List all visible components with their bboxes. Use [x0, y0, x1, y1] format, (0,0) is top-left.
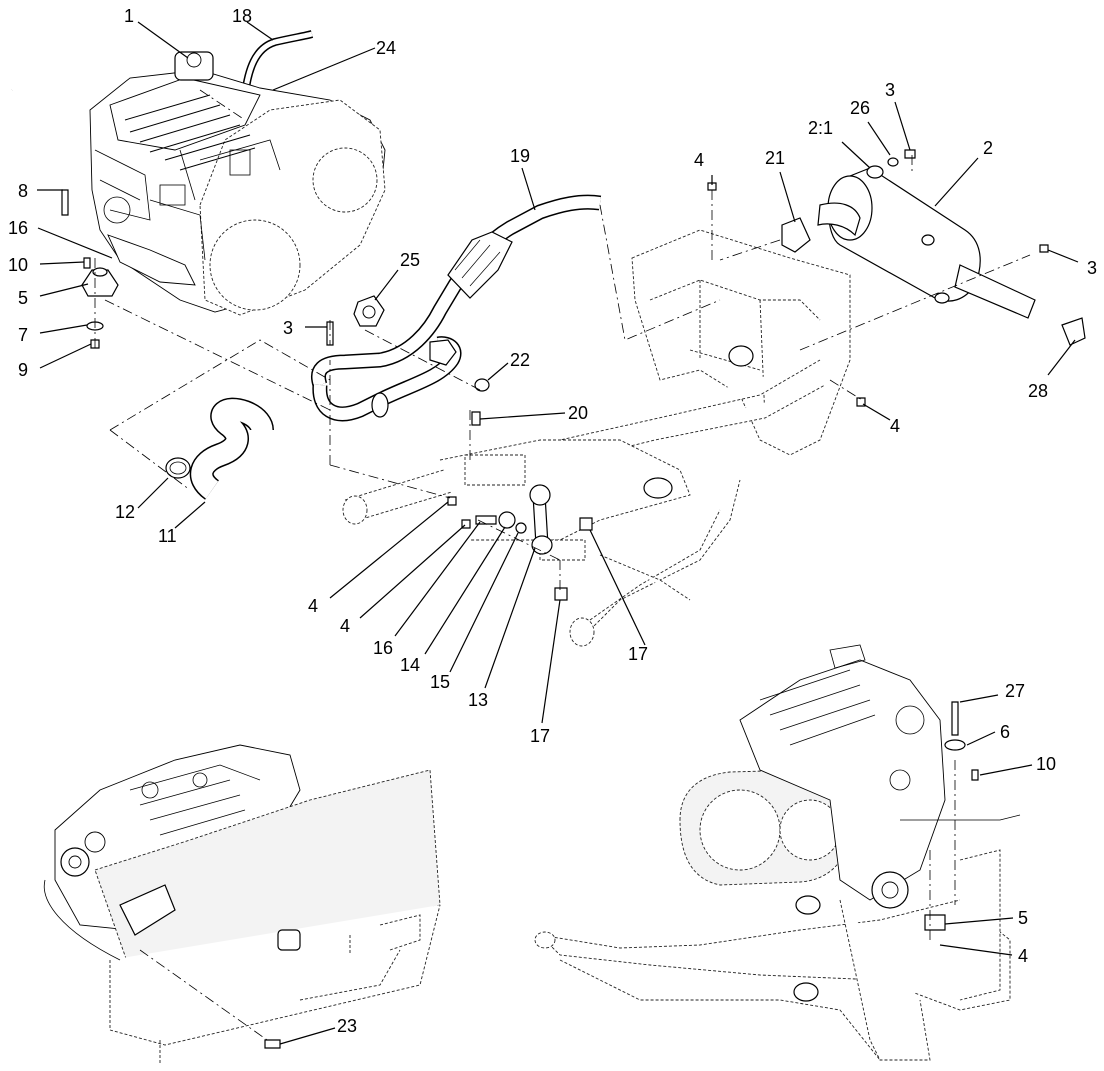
coolant-hose-assembly — [165, 397, 274, 500]
alignment-lines — [94, 89, 1031, 590]
callout-4-bottom-right: 4 — [1018, 946, 1028, 966]
motor-mount-right-5 — [924, 914, 946, 931]
engine-mount-lower — [793, 982, 819, 1002]
bushing-14 — [498, 511, 516, 529]
callout-2: 2 — [983, 138, 993, 158]
nut-22 — [474, 378, 490, 392]
callout-9: 9 — [18, 360, 28, 380]
engine-mount-bracket — [119, 884, 176, 936]
callout-27: 27 — [1005, 681, 1025, 701]
frame-bushing — [277, 929, 301, 951]
nut-17-lower — [554, 587, 568, 601]
callout-25: 25 — [400, 250, 420, 270]
washer-26 — [887, 157, 899, 167]
mount-link-bottom-eye — [531, 535, 553, 555]
bolt-20 — [471, 411, 481, 426]
callout-21: 21 — [765, 148, 785, 168]
throttle-body-cap — [186, 52, 202, 68]
callout-17-lower: 17 — [530, 726, 550, 746]
callout-23: 23 — [337, 1016, 357, 1036]
vehicle-frame-center — [342, 229, 851, 647]
tailpipe-spark-arrestor — [1061, 317, 1086, 346]
frame-mount-rear — [728, 345, 754, 367]
nut-4-a — [447, 496, 457, 506]
callout-5-right: 5 — [1018, 908, 1028, 928]
pipe-joint — [371, 392, 389, 418]
grommet-2-1 — [866, 165, 884, 179]
callout-16-top: 16 — [8, 218, 28, 238]
bolt-23 — [264, 1039, 281, 1049]
bolt-27 — [951, 701, 959, 736]
washer-6 — [944, 739, 966, 751]
catalytic-converter — [447, 231, 513, 299]
callout-8: 8 — [18, 181, 28, 201]
callout-4-b: 4 — [340, 616, 350, 636]
engine-assembly-top-left — [10, 30, 386, 349]
callout-3-center: 3 — [283, 318, 293, 338]
callout-13: 13 — [468, 690, 488, 710]
callout-2-1: 2:1 — [808, 118, 833, 138]
motor-mount-stud — [92, 267, 108, 277]
callout-5-left: 5 — [18, 288, 28, 308]
muffler-inlet-pipe — [817, 202, 861, 237]
callout-15: 15 — [430, 672, 450, 692]
muffler-tailpipe — [954, 264, 1036, 319]
callout-10-right: 10 — [1036, 754, 1056, 774]
callout-22: 22 — [510, 350, 530, 370]
link-bolt-16 — [475, 515, 497, 525]
callout-20: 20 — [568, 403, 588, 423]
callout-26: 26 — [850, 98, 870, 118]
bolt-3-muffler-right — [1039, 244, 1049, 253]
callout-labels: 1 18 24 8 16 10 5 7 9 19 25 3 22 20 12 1… — [8, 6, 1097, 1036]
callout-17-upper: 17 — [628, 644, 648, 664]
nut-17-upper — [579, 517, 593, 531]
exhaust-manifold — [107, 234, 196, 286]
intake-runners — [124, 94, 256, 171]
exhaust-pipe-assembly — [311, 194, 602, 426]
nut-4-top — [707, 182, 717, 191]
installed-view-bottom-left — [43, 744, 441, 1065]
callout-11: 11 — [158, 526, 177, 546]
motor-mount-left — [81, 269, 119, 297]
callout-12: 12 — [115, 502, 135, 522]
callout-14: 14 — [400, 655, 420, 675]
frame-mount-center — [643, 477, 673, 499]
callout-28: 28 — [1028, 381, 1048, 401]
cvt-pulley-rear — [312, 147, 378, 213]
callout-3-muffler-top: 3 — [885, 80, 895, 100]
callout-4-top: 4 — [694, 150, 704, 170]
bolt-8 — [61, 189, 69, 216]
bolt-10-right — [971, 769, 979, 781]
muffler-assembly — [707, 149, 1086, 407]
engine-mount-link — [447, 484, 593, 601]
installed-view-bottom-right — [534, 644, 1021, 1061]
bolt-3-muffler-top — [904, 149, 916, 159]
callout-1: 1 — [124, 6, 134, 26]
mount-link-top-eye — [529, 484, 551, 506]
callout-4-a: 4 — [308, 596, 318, 616]
muffler-hanger-top — [921, 234, 935, 246]
callout-16-bottom: 16 — [373, 638, 393, 658]
callout-24: 24 — [376, 38, 396, 58]
muffler-clamp — [781, 217, 811, 253]
callout-3-muffler-right: 3 — [1087, 258, 1097, 278]
callout-4-right: 4 — [890, 416, 900, 436]
callout-7: 7 — [18, 325, 28, 345]
callout-18: 18 — [232, 6, 252, 26]
cvt-pulley-front — [209, 219, 301, 311]
engine-mount-right — [795, 895, 821, 915]
leader-lines — [37, 21, 1079, 1045]
pipe-flange — [429, 339, 457, 366]
bolt-10-left — [83, 257, 91, 269]
callout-10-left: 10 — [8, 255, 28, 275]
muffler-hanger — [934, 292, 950, 304]
callout-6: 6 — [1000, 722, 1010, 742]
engine-detail-lines — [94, 139, 281, 261]
callout-19: 19 — [510, 146, 530, 166]
bolt-3-center — [326, 321, 334, 346]
washer-15 — [515, 522, 527, 534]
